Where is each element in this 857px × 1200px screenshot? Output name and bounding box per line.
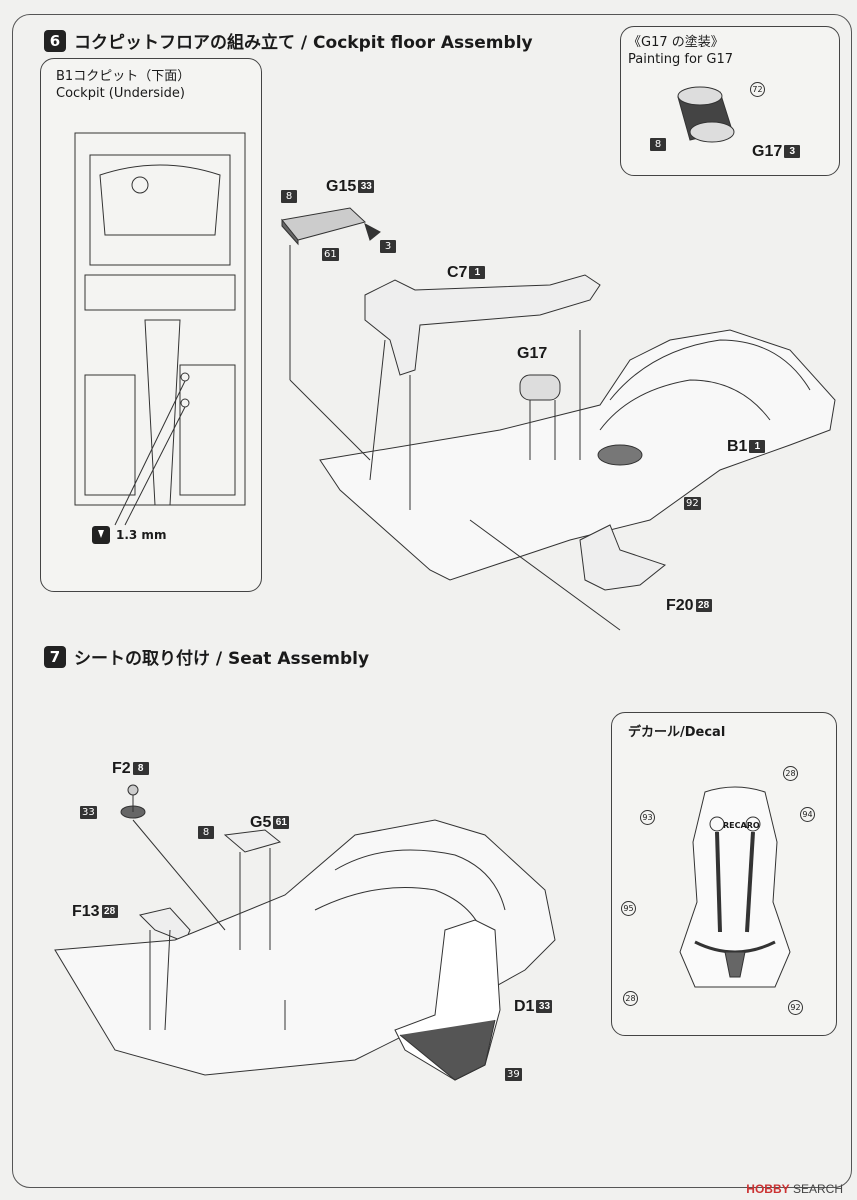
decal-title: デカール/Decal	[628, 725, 726, 740]
page-frame	[12, 14, 852, 1188]
f13-color: 28	[101, 905, 118, 919]
g17-painting-drawing	[677, 86, 735, 143]
painting-title-en: Painting for G17	[628, 52, 734, 67]
g17-paint-part: G17	[752, 143, 783, 160]
f13-part: F13	[72, 903, 100, 920]
g15-part: G15	[326, 178, 357, 195]
watermark-brand: HOBBY	[746, 1182, 790, 1196]
b1-callout-92: 92	[684, 497, 701, 510]
decal-callout-93: 93	[640, 810, 655, 825]
b1-color: 1	[749, 440, 766, 454]
f20-color: 28	[695, 599, 712, 613]
g17-paint-color: 3	[784, 145, 801, 159]
d1-color: 33	[536, 1000, 553, 1014]
d1-callout-39: 39	[505, 1068, 522, 1081]
decal-callout-92: 92	[788, 1000, 803, 1015]
seat-assembly-drawing	[54, 784, 556, 1081]
decal-seat-logo: RECARO	[723, 821, 760, 830]
step7-number: 7	[44, 645, 66, 668]
d1-part: D1	[514, 998, 535, 1015]
drill-size: 1.3 mm	[116, 528, 167, 542]
f2-color: 8	[132, 762, 149, 776]
step7-header: 7 シートの取り付け / Seat Assembly	[44, 644, 369, 669]
decal-callout-95: 95	[621, 901, 636, 916]
underside-title: B1コクピット（下面） Cockpit (Underside)	[56, 68, 190, 102]
g5-callout-8: 8	[198, 826, 214, 839]
c7-color: 1	[469, 266, 486, 280]
b1-part: B1	[727, 438, 748, 455]
g17-callout-72: 72	[750, 82, 765, 97]
g17-label: G17	[517, 345, 548, 362]
c7-part: C7	[447, 264, 468, 281]
drill-callout: 1.3 mm	[92, 526, 166, 544]
underside-box	[40, 58, 262, 592]
g15-callout-8: 8	[281, 190, 297, 203]
painting-title-jp: 《G17 の塗装》	[628, 35, 724, 50]
g15-callout-3: 3	[380, 240, 396, 253]
g5-part: G5	[250, 814, 272, 831]
g15-color: 33	[358, 180, 375, 194]
decal-callout-94: 94	[800, 807, 815, 822]
step6-header: 6 コクピットフロアの組み立て / Cockpit floor Assembly	[44, 28, 533, 53]
cockpit-underside-drawing	[74, 132, 246, 526]
cockpit-floor-assembly-drawing	[281, 207, 836, 631]
g17-callout-8: 8	[650, 138, 666, 151]
g15-callout-61: 61	[322, 248, 339, 261]
painting-box	[620, 26, 840, 176]
painting-title: 《G17 の塗装》 Painting for G17	[628, 34, 733, 68]
underside-title-en: Cockpit (Underside)	[56, 86, 185, 101]
step7-title: シートの取り付け / Seat Assembly	[74, 649, 370, 669]
f20-part: F20	[666, 597, 694, 614]
f2-part: F2	[112, 760, 131, 777]
f2-callout-33: 33	[80, 806, 97, 819]
decal-callout-28-bottom: 28	[623, 991, 638, 1006]
step6-title: コクピットフロアの組み立て / Cockpit floor Assembly	[74, 33, 533, 53]
underside-title-jp: B1コクピット（下面）	[56, 69, 191, 84]
watermark-suffix: SEARCH	[792, 1182, 843, 1196]
drill-icon	[92, 526, 110, 544]
g5-color: 61	[273, 816, 290, 830]
decal-callout-28-top: 28	[783, 766, 798, 781]
seat-decal-drawing	[679, 786, 791, 988]
step6-number: 6	[44, 29, 66, 52]
hobbysearch-watermark: HOBBY SEARCH	[746, 1182, 843, 1196]
